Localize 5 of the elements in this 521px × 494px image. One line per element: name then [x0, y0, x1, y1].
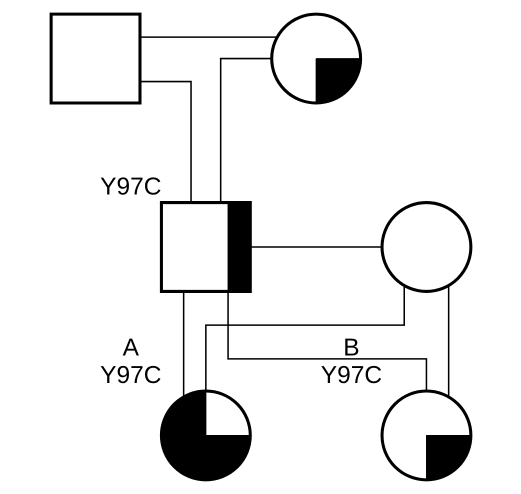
node-label: A [122, 334, 138, 362]
node-label: Y97C [100, 362, 161, 390]
node-label: Y97C [320, 362, 382, 390]
node-label: B [342, 334, 360, 362]
node-label: Y97C [100, 174, 161, 201]
